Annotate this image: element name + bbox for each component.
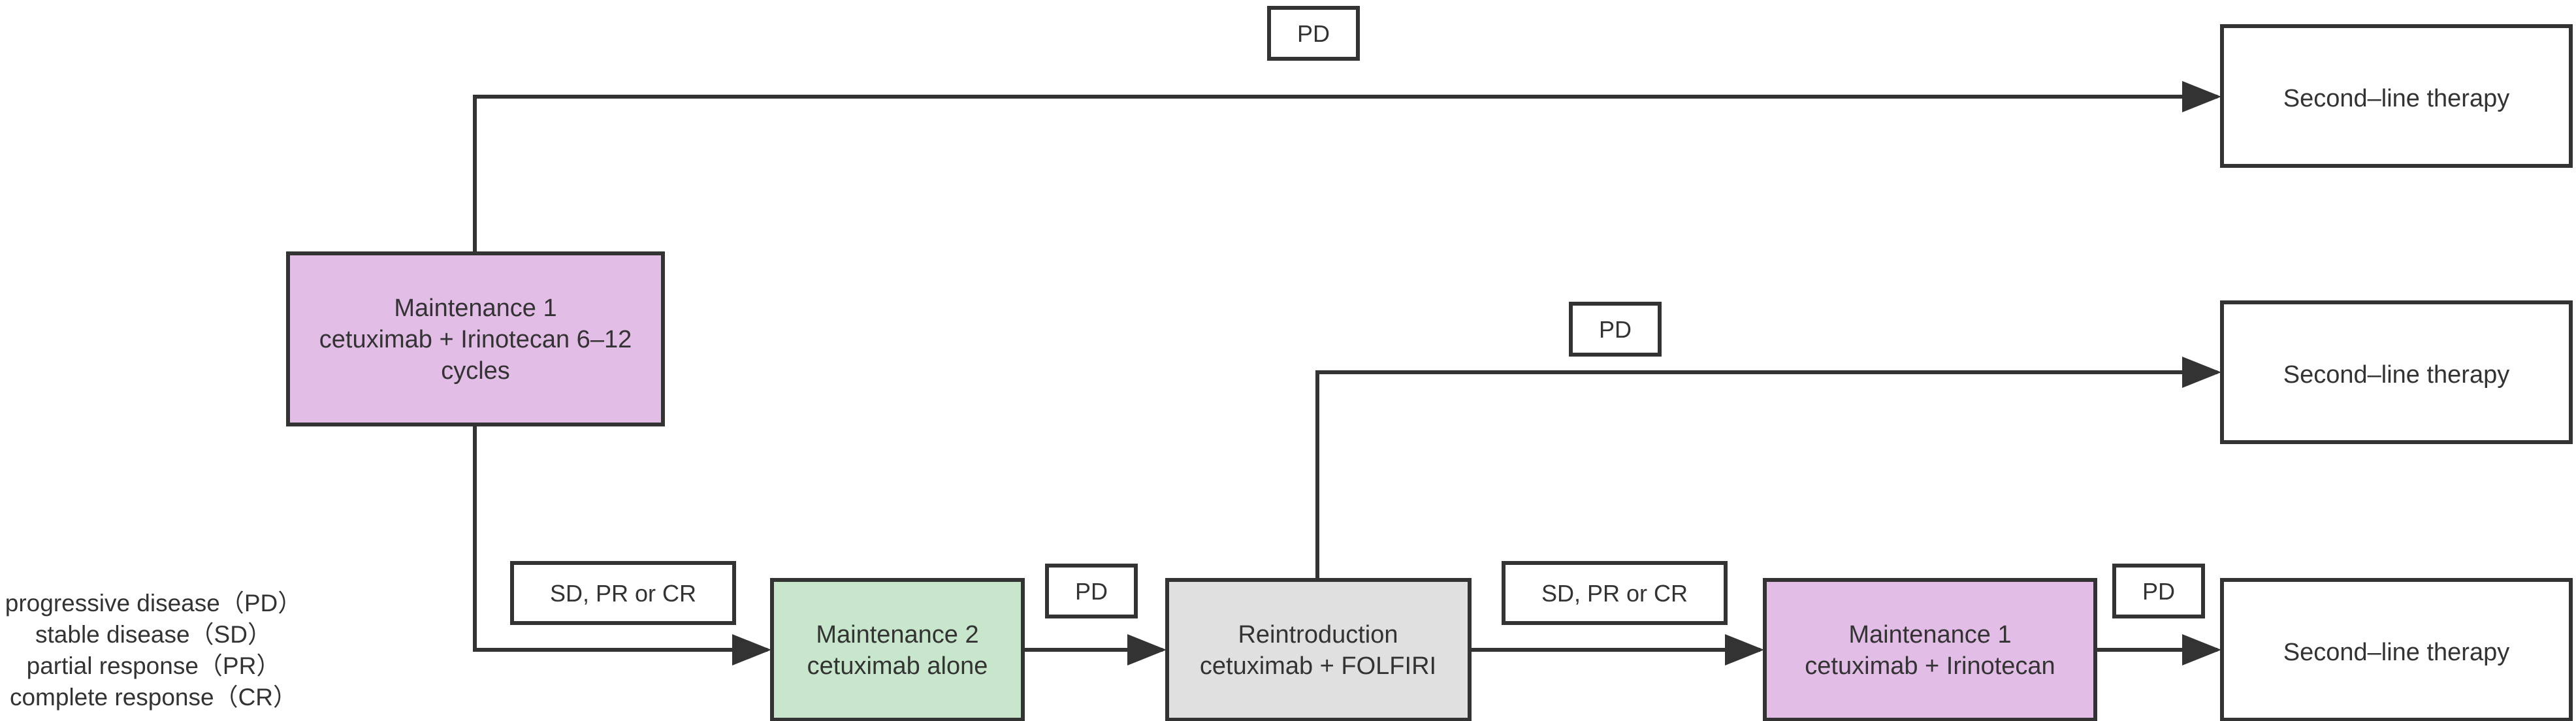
pd-label-box-top [1267,6,1360,61]
second-line-therapy-box-2 [2220,300,2573,444]
box-text-line: Second–line therapy [2283,85,2509,112]
abbreviation-legend: progressive disease（PD） stable disease（S… [0,588,307,713]
box-text-line: Maintenance 2 [816,621,978,649]
legend-item-pd: progressive disease（PD） [5,590,302,617]
pd-label-box-mid [1569,302,1662,357]
box-text-line: cetuximab + FOLFIRI [1200,652,1436,680]
legend-item-pr: partial response（PR） [26,652,281,679]
reintroduction-box [1165,578,1472,721]
box-text-line: Second–line therapy [2283,639,2509,666]
maintenance-1-bottom-box [1763,578,2097,721]
box-text-line: Second–line therapy [2283,361,2509,389]
second-line-therapy-text-3: Second–line therapy [2283,639,2509,666]
maintenance-1-bottom-text: Maintenance 1 cetuximab + Irinotecan [1805,621,2055,680]
box-text-line: Reintroduction [1238,621,1398,649]
second-line-therapy-box-1 [2220,24,2573,168]
box-text-line: Maintenance 1 [394,295,556,322]
sd-pr-cr-label-2: SD, PR or CR [1541,580,1688,607]
edge-maint1-to-maint2 [473,425,771,665]
box-text-line: cetuximab + Irinotecan 6–12 [319,326,632,353]
second-line-therapy-box-3 [2220,578,2573,721]
sd-pr-cr-label-box-1 [510,561,736,625]
second-line-therapy-text-2: Second–line therapy [2283,361,2509,389]
sd-pr-cr-label-1: SD, PR or CR [550,580,696,607]
box-text-line: cetuximab + Irinotecan [1805,652,2055,680]
pd-label-box-maint2 [1045,564,1138,618]
pd-label-mid: PD [1599,316,1632,343]
box-text-line: cycles [441,357,510,385]
pd-label-top: PD [1297,20,1330,47]
edge-reintro-to-second-line-2 [1315,357,2221,580]
maintenance-1-text: Maintenance 1 cetuximab + Irinotecan 6–12… [319,295,632,385]
maintenance-1-box [286,251,665,426]
maintenance-2-text: Maintenance 2 cetuximab alone [807,621,988,680]
pd-label-box-maint1 [2112,564,2205,618]
legend-item-cr: complete response（CR） [9,684,298,711]
maintenance-2-box [770,578,1025,721]
edge-maint1-to-second-line-1 [473,81,2221,253]
reintroduction-text: Reintroduction cetuximab + FOLFIRI [1200,621,1436,680]
box-text-line: Maintenance 1 [1848,621,2011,649]
legend-item-sd: stable disease（SD） [35,621,272,648]
sd-pr-cr-label-box-2 [1502,561,1728,625]
pd-label-maint1: PD [2142,578,2175,605]
pd-label-maint2: PD [1075,578,1108,605]
second-line-therapy-text-1: Second–line therapy [2283,85,2509,112]
box-text-line: cetuximab alone [807,652,988,680]
